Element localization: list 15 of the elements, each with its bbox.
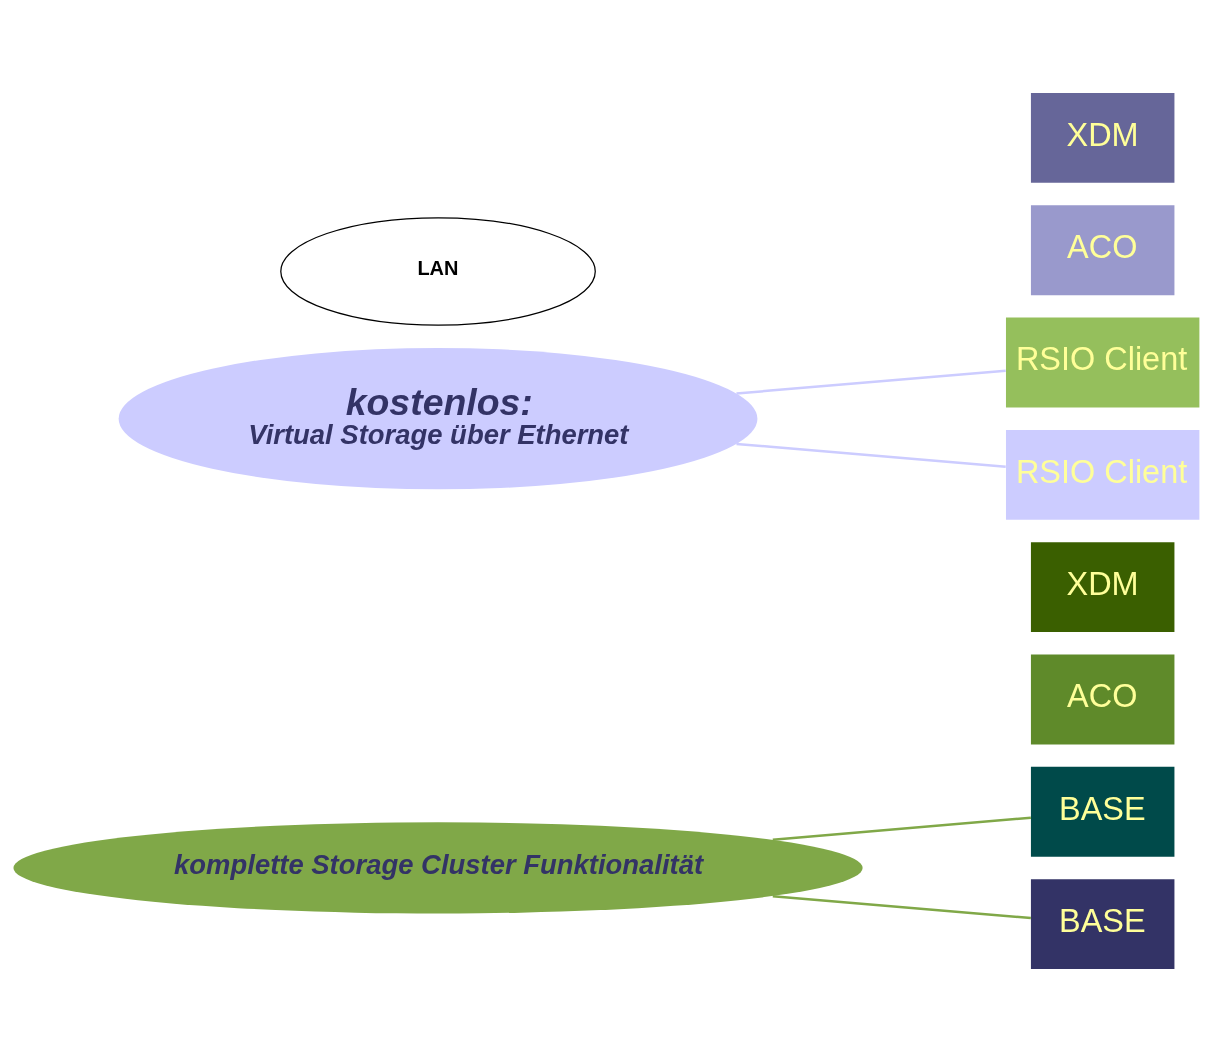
node-box: XDM [1030, 541, 1175, 632]
node-box: RSIO Client [1005, 429, 1200, 520]
node-ellipse: kostenlos: Virtual Storage über Ethernet [118, 347, 758, 489]
node-box: XDM [1030, 92, 1175, 183]
node-box: RSIO Client [1005, 317, 1200, 407]
connector [736, 442, 1006, 468]
node-box: BASE [1030, 878, 1175, 969]
node-ellipse: komplette Storage Cluster Funktionalität [13, 821, 863, 914]
connector [772, 894, 1031, 919]
node-ellipse: LAN [280, 216, 596, 326]
connector [772, 816, 1031, 841]
node-box: ACO [1030, 654, 1175, 744]
node-box: ACO [1030, 204, 1175, 295]
connector [736, 368, 1006, 395]
node-box: BASE [1030, 766, 1175, 857]
